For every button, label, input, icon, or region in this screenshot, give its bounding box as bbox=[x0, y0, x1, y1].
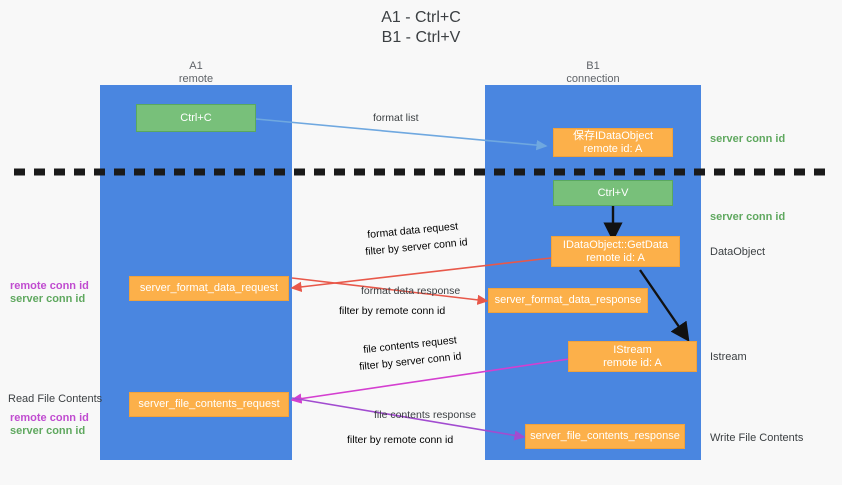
box-istream-line1: IStream bbox=[613, 343, 652, 356]
left-annotation-format-remote-conn-id: remote conn id bbox=[10, 280, 89, 292]
column-header-b1: B1 connection bbox=[485, 60, 701, 86]
box-ctrl-c-label: Ctrl+C bbox=[180, 111, 212, 124]
edge-filter-file-contents-request-prefix: filter by bbox=[358, 357, 397, 374]
left-annotation-format-server-conn-id: server conn id bbox=[10, 293, 86, 305]
title-line-2: B1 - Ctrl+V bbox=[381, 29, 461, 46]
column-a1-role: remote bbox=[178, 73, 214, 85]
box-ctrl-v-label: Ctrl+V bbox=[597, 186, 629, 199]
page-title: A1 - Ctrl+C B1 - Ctrl+V bbox=[0, 8, 842, 48]
left-annotation-file-server-conn-id: server conn id bbox=[10, 425, 86, 437]
box-istream-line2: remote id: A bbox=[603, 356, 662, 369]
column-a1-name: A1 bbox=[189, 60, 203, 72]
box-server-format-data-response-label: server_format_data_response bbox=[494, 294, 642, 306]
edge-filter-format-data-response: filter by remote conn id bbox=[339, 305, 445, 318]
left-annotation-read-file-contents: Read File Contents bbox=[8, 393, 103, 405]
box-getdata-line1: IDataObject::GetData bbox=[562, 238, 669, 251]
box-istream[interactable]: IStream remote id: A bbox=[568, 341, 697, 372]
edge-filter-format-data-request-prefix: filter by bbox=[364, 242, 403, 259]
box-save-idataobject-line2: remote id: A bbox=[583, 142, 643, 155]
box-save-idataobject[interactable]: 保存IDataObject remote id: A bbox=[553, 128, 673, 157]
edge-label-format-list: format list bbox=[373, 112, 419, 124]
column-header-a1: A1 remote bbox=[100, 60, 292, 86]
column-b1-name: B1 bbox=[586, 60, 600, 72]
edge-filter-file-contents-response-value: remote conn id bbox=[383, 434, 454, 446]
box-server-format-data-request-label: server_format_data_request bbox=[139, 282, 279, 294]
box-server-format-data-response[interactable]: server_format_data_response bbox=[488, 288, 648, 313]
edge-filter-format-data-response-prefix: filter by bbox=[339, 305, 376, 317]
box-getdata-line2: remote id: A bbox=[586, 251, 645, 264]
right-annotation-top-server-conn-id: server conn id bbox=[710, 133, 786, 145]
box-server-file-contents-request-label: server_file_contents_request bbox=[138, 398, 280, 410]
column-b1-role: connection bbox=[566, 73, 620, 85]
box-server-file-contents-request[interactable]: server_file_contents_request bbox=[129, 392, 289, 417]
box-ctrl-v[interactable]: Ctrl+V bbox=[553, 180, 673, 206]
edge-filter-file-contents-response-prefix: filter by bbox=[347, 434, 384, 446]
box-ctrl-c[interactable]: Ctrl+C bbox=[136, 104, 256, 132]
edge-filter-file-contents-response: filter by remote conn id bbox=[347, 434, 453, 447]
left-annotation-file-remote-conn-id: remote conn id bbox=[10, 412, 89, 424]
edge-filter-file-contents-request-value: server conn id bbox=[395, 350, 463, 370]
edge-label-format-data-response: format data response bbox=[361, 285, 461, 297]
right-annotation-dataobject: DataObject bbox=[710, 246, 766, 258]
edge-label-file-contents-response: file contents response bbox=[374, 409, 477, 421]
right-annotation-write-file-contents: Write File Contents bbox=[710, 432, 804, 444]
edge-filter-format-data-request-value: server conn id bbox=[401, 236, 469, 255]
title-line-1: A1 - Ctrl+C bbox=[381, 9, 461, 26]
box-server-file-contents-response-label: server_file_contents_response bbox=[530, 430, 680, 442]
right-annotation-istream: Istream bbox=[710, 351, 747, 363]
box-server-format-data-request[interactable]: server_format_data_request bbox=[129, 276, 289, 301]
box-save-idataobject-line1: 保存IDataObject bbox=[572, 129, 654, 142]
right-annotation-paste-server-conn-id: server conn id bbox=[710, 211, 786, 223]
edge-filter-format-data-response-value: remote conn id bbox=[375, 305, 446, 317]
box-getdata[interactable]: IDataObject::GetData remote id: A bbox=[551, 236, 680, 267]
box-server-file-contents-response[interactable]: server_file_contents_response bbox=[525, 424, 685, 449]
